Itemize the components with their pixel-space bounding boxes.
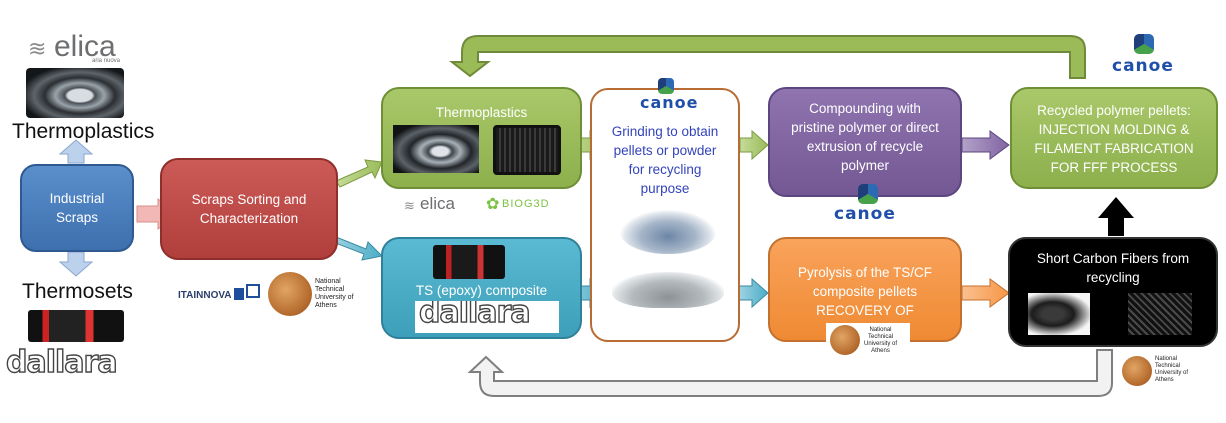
ntua-seal-pyrolysis: [830, 325, 860, 355]
box-industrial-scraps: Industrial Scraps: [20, 164, 134, 252]
itainnova-mark-icon-2: [246, 284, 260, 298]
bottom-feedback-arrow: [467, 349, 1113, 397]
canoe-text: canoe: [640, 93, 699, 112]
ntua-line: Athens: [871, 348, 890, 354]
compounding-label: Compounding with pristine polymer or dir…: [791, 101, 939, 173]
ntua-line: University of: [864, 341, 898, 347]
itainnova-text: ITAINNOVA: [178, 290, 232, 301]
arrow-grinding-to-compounding: [739, 129, 769, 161]
arrow-pyrolysis-to-fibers: [961, 278, 1010, 308]
arrow-sorting-to-composite: [332, 236, 384, 261]
ntua-line: Technical: [868, 334, 894, 340]
ntua-line: University of: [1155, 370, 1189, 376]
box-scraps-sorting: Scraps Sorting and Characterization: [160, 158, 338, 260]
thermoplastics-label: Thermoplastics: [435, 105, 528, 120]
ts-composite-label: TS (epoxy) composite: [415, 283, 548, 298]
canoe-logo-grinding: canoe: [640, 78, 699, 112]
box-ts-composite: TS (epoxy) composite dallara: [381, 237, 582, 339]
canoe-hexagon-icon: [1134, 34, 1154, 54]
short-fibers-label: Short Carbon Fibers from recycling: [1036, 251, 1190, 285]
box-grinding: canoe Grinding to obtain pellets or powd…: [590, 78, 740, 342]
dallara-logo-left: dallara: [5, 344, 118, 380]
pellets-image: [620, 210, 716, 254]
radiator-thumbnail: [493, 125, 561, 175]
recycled-pellets-label: Recycled polymer pellets: INJECTION MOLD…: [1034, 103, 1194, 175]
ntua-line: University of: [315, 294, 354, 301]
arrow-sorting-to-thermoplastics: [335, 159, 383, 188]
biog3d-logo: ✿ BIOG3D: [486, 194, 556, 216]
biog3d-figure-icon: ✿: [486, 196, 500, 213]
ntua-line: Athens: [1155, 377, 1174, 383]
ntua-line: National: [869, 327, 892, 333]
ntua-line: Technical: [315, 286, 345, 293]
scraps-sorting-label: Scraps Sorting and Characterization: [191, 192, 307, 226]
elica-small-swirl-icon: ≋: [404, 198, 415, 213]
elica-small-logo: ≋ elica: [404, 194, 474, 216]
heading-thermoplastics: Thermoplastics: [12, 120, 155, 143]
box-short-fibers: Short Carbon Fibers from recycling: [1008, 237, 1218, 347]
up-arrow-thermoplastics: [58, 139, 94, 164]
ntua-text-pyrolysis: National Technical University of Athens: [864, 327, 897, 355]
fibers-image-right: [1128, 293, 1192, 335]
canoe-text: canoe: [1112, 56, 1174, 76]
powder-image: [612, 272, 724, 308]
race-car-thumbnail: [433, 245, 505, 279]
canoe-logo-recycled: canoe: [1112, 34, 1178, 76]
elica-tagline: aria nuova: [92, 58, 121, 64]
arrow-fibers-to-recycled: [1098, 197, 1134, 236]
grinding-label: Grinding to obtain pellets or powder for…: [611, 124, 719, 196]
canoe-hexagon-icon: [858, 184, 878, 204]
cooker-hood-image: [26, 68, 124, 118]
arrow-compounding-to-recycled: [961, 130, 1010, 160]
ntua-line: National: [315, 278, 341, 285]
canoe-logo-compounding: canoe: [832, 184, 898, 224]
biog3d-text: BIOG3D: [502, 198, 550, 210]
ntua-logo-pyrolysis: National Technical University of Athens: [826, 323, 910, 361]
box-recycled-pellets: Recycled polymer pellets: INJECTION MOLD…: [1010, 87, 1218, 189]
ntua-seal-left: [268, 272, 312, 316]
canoe-hexagon-icon: [658, 78, 674, 94]
dallara-logo-small: dallara: [418, 301, 531, 331]
ntua-line: Athens: [315, 302, 337, 309]
race-car-image: [28, 310, 124, 342]
elica-logo-text: elica: [54, 30, 116, 63]
box-thermoplastics: Thermoplastics: [381, 87, 582, 189]
industrial-scraps-label: Industrial Scraps: [49, 191, 105, 225]
elica-small-text: elica: [420, 194, 455, 213]
top-feedback-arrow: [449, 35, 1086, 79]
hood-thumbnail: [393, 125, 479, 173]
ntua-line: National: [1155, 356, 1178, 362]
arrow-grinding-to-pyrolysis: [738, 277, 769, 309]
ntua-text-left: National Technical University of Athens: [315, 278, 354, 310]
elica-logo: ≋ elica aria nuova: [24, 30, 124, 66]
ntua-line: Technical: [1155, 363, 1181, 369]
down-arrow-thermosets: [58, 251, 94, 277]
itainnova-logo: ITAINNOVA: [178, 284, 264, 306]
ntua-text-right: National Technical University of Athens: [1155, 356, 1188, 384]
canoe-text: canoe: [834, 204, 896, 224]
box-compounding: Compounding with pristine polymer or dir…: [768, 87, 962, 197]
dallara-logo-panel: dallara: [415, 301, 559, 333]
box-pyrolysis: Pyrolysis of the TS/CF composite pellets…: [768, 237, 962, 361]
fibers-image-left: [1028, 293, 1090, 335]
itainnova-mark-icon: [234, 288, 244, 300]
ntua-seal-right: [1122, 356, 1152, 386]
heading-thermosets: Thermosets: [22, 280, 133, 303]
elica-swirl-icon: ≋: [28, 36, 47, 61]
